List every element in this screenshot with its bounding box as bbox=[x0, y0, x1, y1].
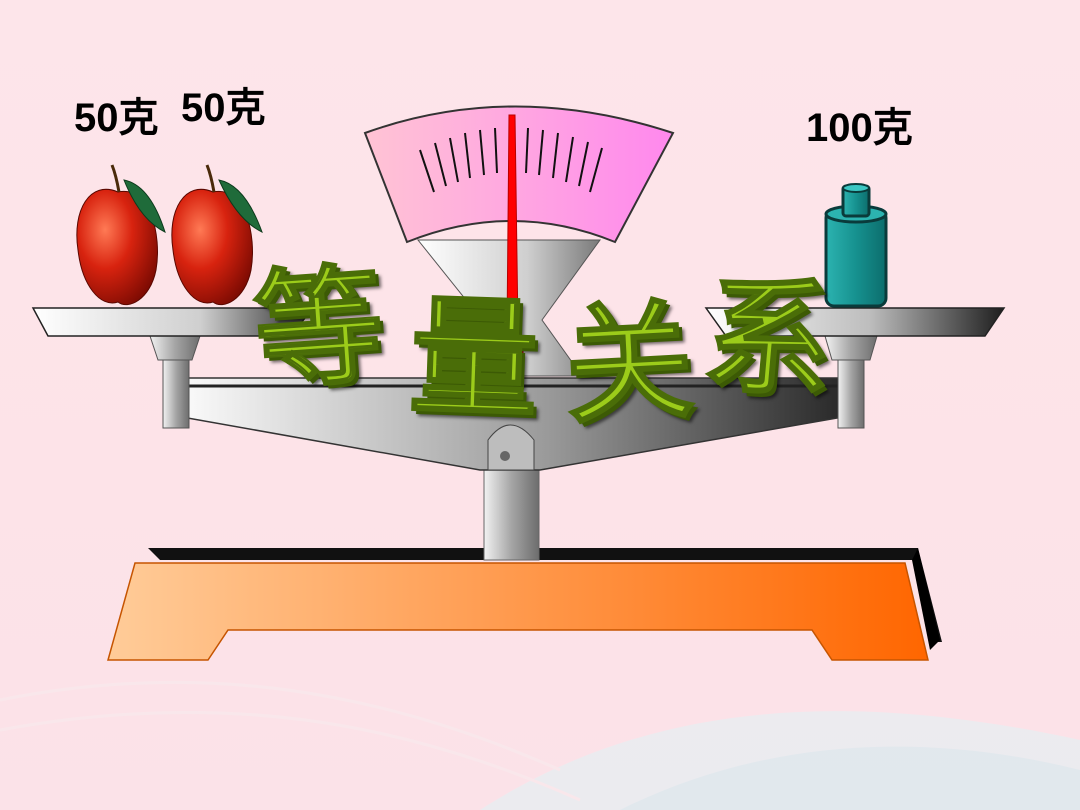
title-char-2: 量 bbox=[406, 281, 541, 437]
left-weight-label-2: 50克 bbox=[181, 86, 266, 130]
right-weight-label: 100克 bbox=[806, 106, 913, 150]
right-pan-assembly bbox=[704, 307, 1006, 429]
needle bbox=[499, 114, 524, 386]
right-pan bbox=[704, 307, 1006, 337]
apple-icon bbox=[76, 164, 166, 306]
title-char-3: 关 bbox=[560, 285, 698, 443]
title-char-4: 系 bbox=[698, 258, 841, 421]
dial-face bbox=[363, 105, 675, 244]
left-weight-label-1: 50克 bbox=[74, 96, 159, 140]
pivot-pin bbox=[500, 451, 510, 461]
scale-base bbox=[107, 562, 929, 661]
title-char-1: 等 bbox=[249, 249, 389, 410]
base-shadow bbox=[148, 548, 942, 642]
left-pan bbox=[31, 307, 314, 337]
left-pan-assembly bbox=[31, 307, 314, 429]
background-wave-decoration bbox=[0, 680, 1080, 810]
apple-icon bbox=[171, 164, 263, 306]
weight-100g bbox=[824, 183, 888, 308]
